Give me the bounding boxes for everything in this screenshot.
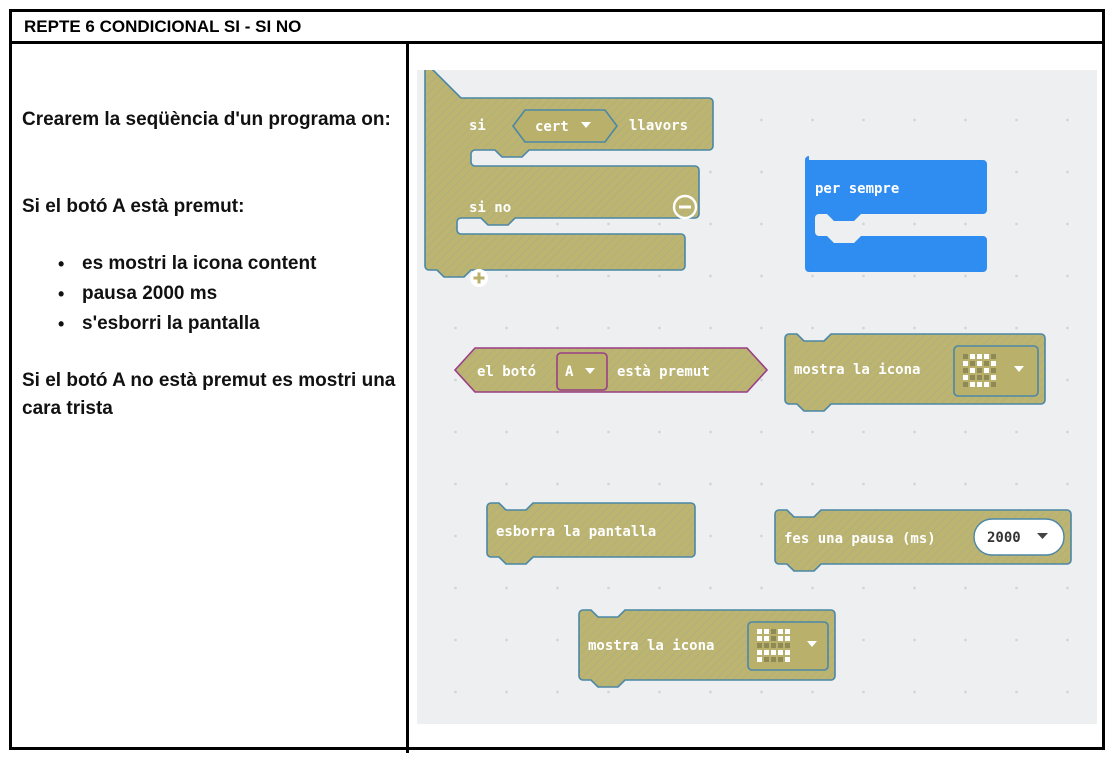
button-pressed-prefix: el botó <box>477 364 536 380</box>
condition-value: cert <box>535 119 569 135</box>
title-bar: REPTE 6 CONDICIONAL SI - SI NO <box>12 12 1102 44</box>
button-value: A <box>565 364 574 380</box>
if-else-block[interactable]: si cert llavors si no <box>424 70 714 287</box>
condition-dropdown[interactable]: cert <box>512 109 618 143</box>
remove-else-icon[interactable] <box>672 194 698 220</box>
pause-block[interactable]: fes una pausa (ms) 2000 <box>774 509 1072 572</box>
blocks-canvas: si cert llavors si no per sempre <box>424 70 1072 688</box>
clear-screen-label: esborra la pantalla <box>496 524 656 540</box>
led-icon-sad <box>757 629 790 662</box>
button-pressed-suffix: està premut <box>617 364 710 380</box>
pause-value: 2000 <box>987 530 1021 546</box>
show-icon-block[interactable]: mostra la icona <box>578 609 836 688</box>
dropdown-arrow-icon <box>581 122 591 128</box>
instructions-panel: Crearem la seqüència d'un programa on: S… <box>12 44 406 744</box>
document-frame: REPTE 6 CONDICIONAL SI - SI NO Crearem l… <box>9 9 1105 753</box>
else-keyword: si no <box>469 200 511 216</box>
else-text: Si el botó A no està premut es mostri un… <box>22 370 396 419</box>
list-item: pausa 2000 ms <box>22 279 316 309</box>
button-pressed-block[interactable]: el botó A està premut <box>453 347 769 393</box>
steps-list: es mostri la icona content pausa 2000 ms… <box>22 249 316 339</box>
show-icon-label: mostra la icona <box>794 362 920 378</box>
pause-value-dropdown[interactable]: 2000 <box>973 518 1065 556</box>
show-icon-label: mostra la icona <box>588 638 714 654</box>
blocks-workspace[interactable]: si cert llavors si no per sempre <box>417 70 1097 724</box>
forever-block[interactable]: per sempre <box>805 156 987 272</box>
dropdown-arrow-icon <box>1037 533 1048 539</box>
show-icon-block[interactable]: mostra la icona <box>784 333 1046 412</box>
forever-label: per sempre <box>815 181 899 197</box>
led-icon-happy <box>963 354 996 387</box>
then-keyword: llavors <box>629 118 688 134</box>
icon-picker[interactable] <box>953 345 1039 397</box>
intro-text: Crearem la seqüència d'un programa on: <box>22 109 391 130</box>
icon-picker[interactable] <box>747 621 829 671</box>
add-else-icon[interactable] <box>470 269 488 287</box>
clear-screen-block[interactable]: esborra la pantalla <box>486 502 696 565</box>
column-divider <box>406 41 409 753</box>
dropdown-arrow-icon <box>1014 366 1024 372</box>
if-pressed-text: Si el botó A està premut: <box>22 196 245 217</box>
page-title: REPTE 6 CONDICIONAL SI - SI NO <box>24 17 302 36</box>
button-dropdown[interactable]: A <box>556 352 608 391</box>
list-item: es mostri la icona content <box>22 249 316 279</box>
pause-label: fes una pausa (ms) <box>784 531 936 547</box>
list-item: s'esborri la pantalla <box>22 309 316 339</box>
dropdown-arrow-icon <box>585 368 595 374</box>
dropdown-arrow-icon <box>807 641 817 647</box>
if-keyword: si <box>469 118 486 134</box>
